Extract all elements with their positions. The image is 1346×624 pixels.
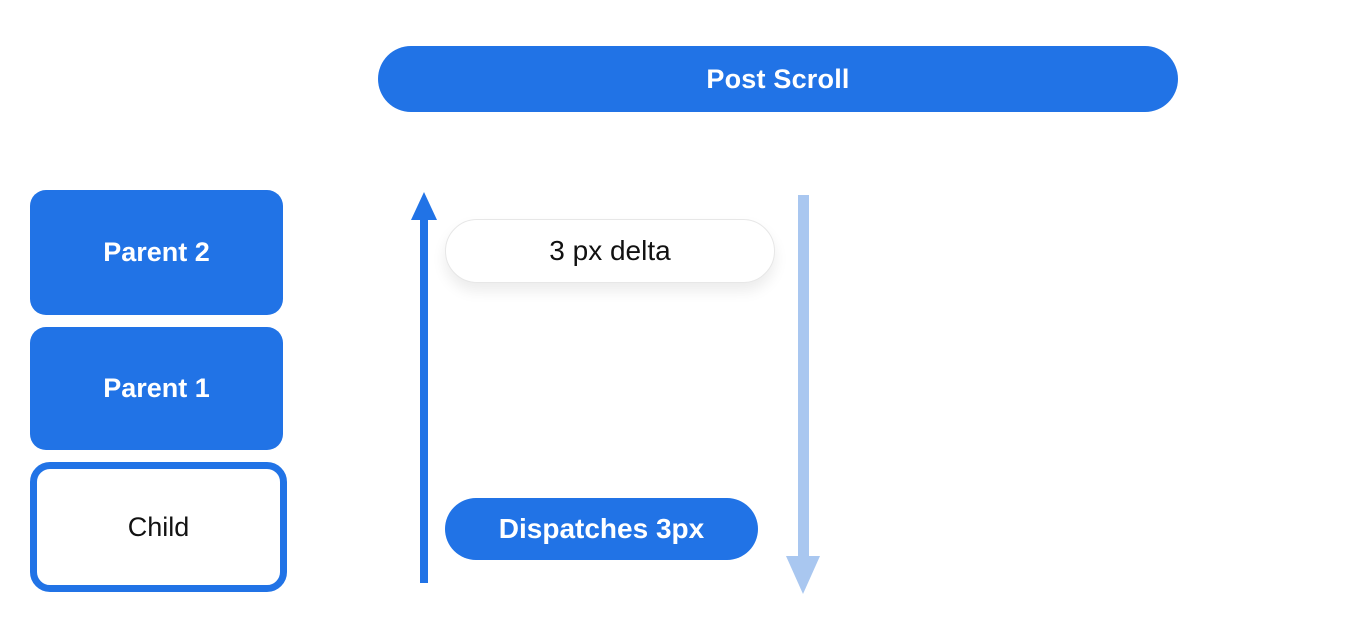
child-box: Child	[30, 462, 287, 592]
scroll-down-arrow-icon	[798, 195, 809, 556]
post-scroll-banner: Post Scroll	[378, 46, 1178, 112]
scroll-up-arrow-icon	[420, 216, 428, 583]
scroll-down-arrowhead-icon	[786, 556, 820, 594]
parent-2-box: Parent 2	[30, 190, 283, 315]
parent-1-box: Parent 1	[30, 327, 283, 450]
dispatch-pill-label: Dispatches 3px	[498, 513, 705, 544]
child-label: Child	[127, 511, 190, 542]
parent-2-label: Parent 2	[103, 237, 210, 267]
parent-1-label: Parent 1	[103, 373, 210, 403]
post-scroll-banner-label: Post Scroll	[706, 63, 850, 94]
scroll-up-arrowhead-icon	[411, 192, 437, 220]
dispatch-pill: Dispatches 3px	[445, 498, 758, 560]
delta-pill: 3 px delta	[445, 219, 775, 283]
delta-pill-label: 3 px delta	[549, 235, 671, 266]
